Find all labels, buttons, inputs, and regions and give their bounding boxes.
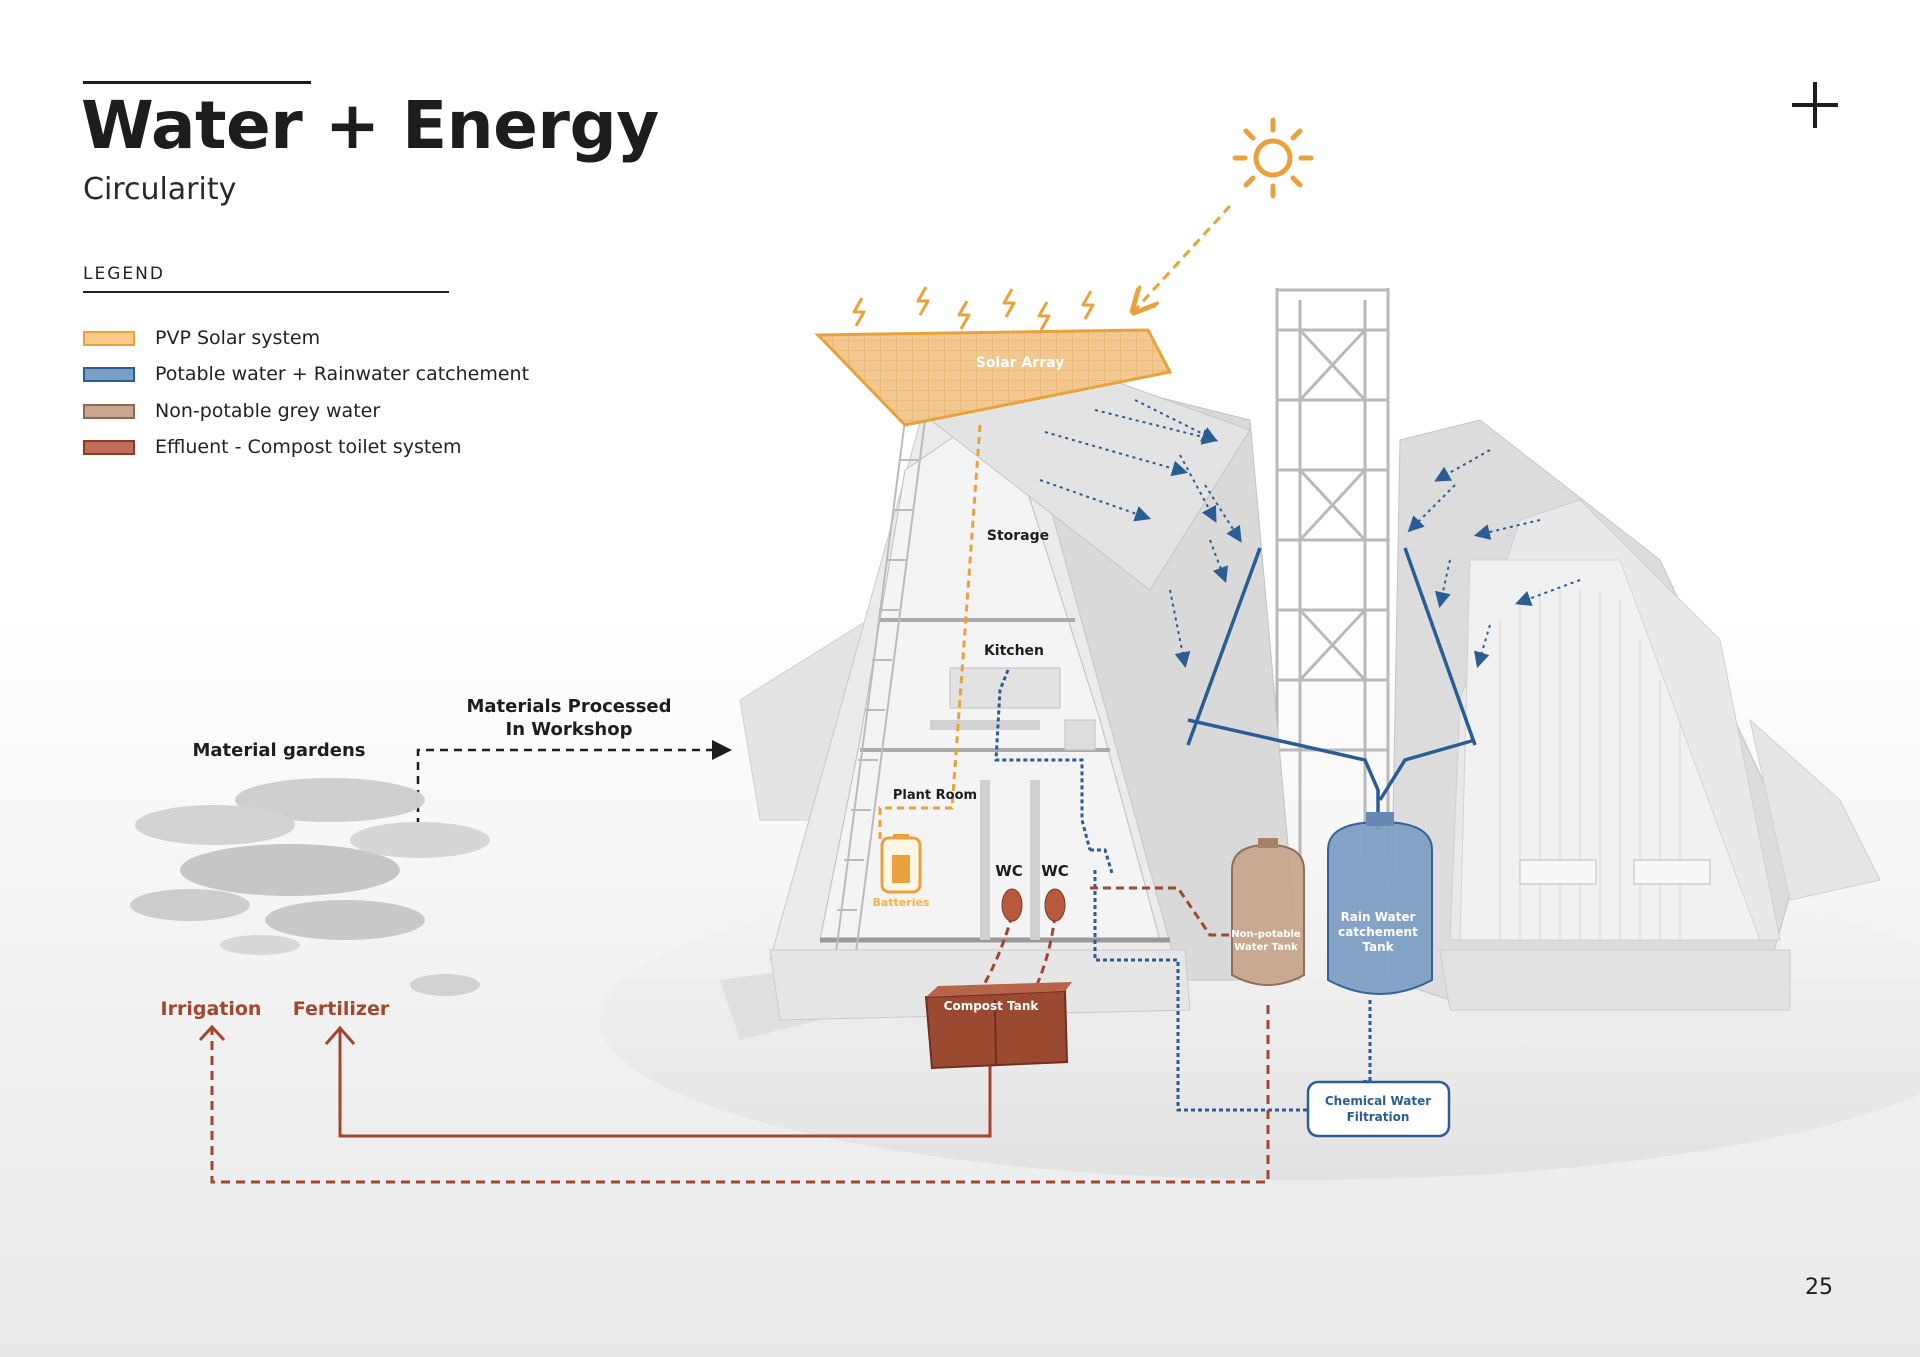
rain-runoff-arrow [1039,479,1152,522]
page-number: 25 [1805,1275,1833,1300]
materials-flow-arrow [416,740,732,840]
non-potable-tank-label-2: Water Tank [1234,942,1298,953]
filtration-label-2: Filtration [1347,1110,1410,1124]
irrigation-label: Irrigation [161,998,262,1020]
material-gardens-label: Material gardens [192,740,365,761]
fertilizer-label: Fertilizer [293,998,390,1020]
title-rule [83,81,311,84]
arrow-icon [324,1025,356,1045]
legend-item-solar: PVP Solar system [83,326,320,350]
main-a-frame [769,339,1301,1021]
rain-water-tank [1327,812,1433,995]
sun-ray-arrow [1135,204,1232,310]
legend-swatch-solar [83,330,135,346]
sun-icon [1232,117,1314,199]
kitchen-label: Kitchen [984,643,1044,659]
potable-water-line [994,669,1092,851]
lightning-icon [1081,290,1095,320]
lightning-icon [957,300,971,330]
plus-icon[interactable] [1790,80,1840,130]
legend-label: PVP Solar system [155,327,321,349]
rain-runoff-arrow [1044,431,1189,477]
compost-tank-label: Compost Tank [944,999,1040,1013]
toilet-right [1044,888,1066,922]
chemical-filtration-box [1306,1080,1451,1138]
lookout-tower [1275,288,1390,860]
storage-label: Storage [987,528,1049,544]
rain-runoff-arrow [1434,449,1491,482]
legend-swatch-grey-water [83,403,135,419]
rain-runoff-arrow [1169,589,1191,669]
legend-label: Potable water + Rainwater catchement [155,363,530,385]
legend-label: Effluent - Compost toilet system [155,436,462,458]
grey-water-line [1090,886,1245,937]
lightning-icon [1037,301,1051,331]
legend-item-potable: Potable water + Rainwater catchement [83,362,529,386]
filtration-return-line [1093,870,1307,1112]
rain-runoff-arrow [1179,454,1217,523]
legend-item-effluent: Effluent - Compost toilet system [83,435,462,459]
page-subtitle: Circularity [83,172,237,207]
solar-array-label: Solar Array [976,355,1065,371]
wc-right-label: WC [1041,862,1069,880]
lightning-icon [1002,288,1016,318]
batteries-label: Batteries [873,896,930,909]
solar-to-battery-line [878,424,982,840]
legend-title: LEGEND [83,264,165,284]
lightning-icon [916,286,930,316]
filtration-label-1: Chemical Water [1325,1094,1431,1108]
downpipes [1186,547,1477,830]
irrigation-line [210,1005,1270,1184]
rain-tank-label-2: catchement [1338,925,1418,939]
rain-runoff-arrow [1434,559,1451,609]
lightning-icon [852,297,866,327]
legend-rule [83,291,449,293]
solar-array-panel [814,328,1173,427]
rain-tank-label-3: Tank [1362,940,1394,954]
rain-runoff-arrow [1134,399,1218,442]
legend-item-grey-water: Non-potable grey water [83,399,380,423]
right-a-frame [1389,419,1881,1011]
compost-tank [924,982,1072,1070]
toilet-left [1001,888,1023,922]
battery-icon [880,834,922,894]
non-potable-water-tank [1231,838,1305,986]
non-potable-tank-label-1: Non-potable [1231,929,1301,940]
legend-swatch-effluent [83,439,135,455]
material-gardens-illustration [130,778,490,996]
sink-feed-line [1090,848,1114,874]
arrow-icon [198,1024,226,1042]
legend-swatch-potable [83,366,135,382]
fertilizer-line [338,1030,992,1138]
rain-tank-label-1: Rain Water [1341,910,1416,924]
rain-runoff-arrow [1209,539,1228,583]
page-title: Water + Energy [81,87,659,164]
materials-processed-label-2: In Workshop [506,719,633,740]
materials-processed-label-1: Materials Processed [466,696,671,717]
wc-left-label: WC [995,862,1023,880]
plant-room-label: Plant Room [893,788,977,803]
legend-label: Non-potable grey water [155,400,381,422]
